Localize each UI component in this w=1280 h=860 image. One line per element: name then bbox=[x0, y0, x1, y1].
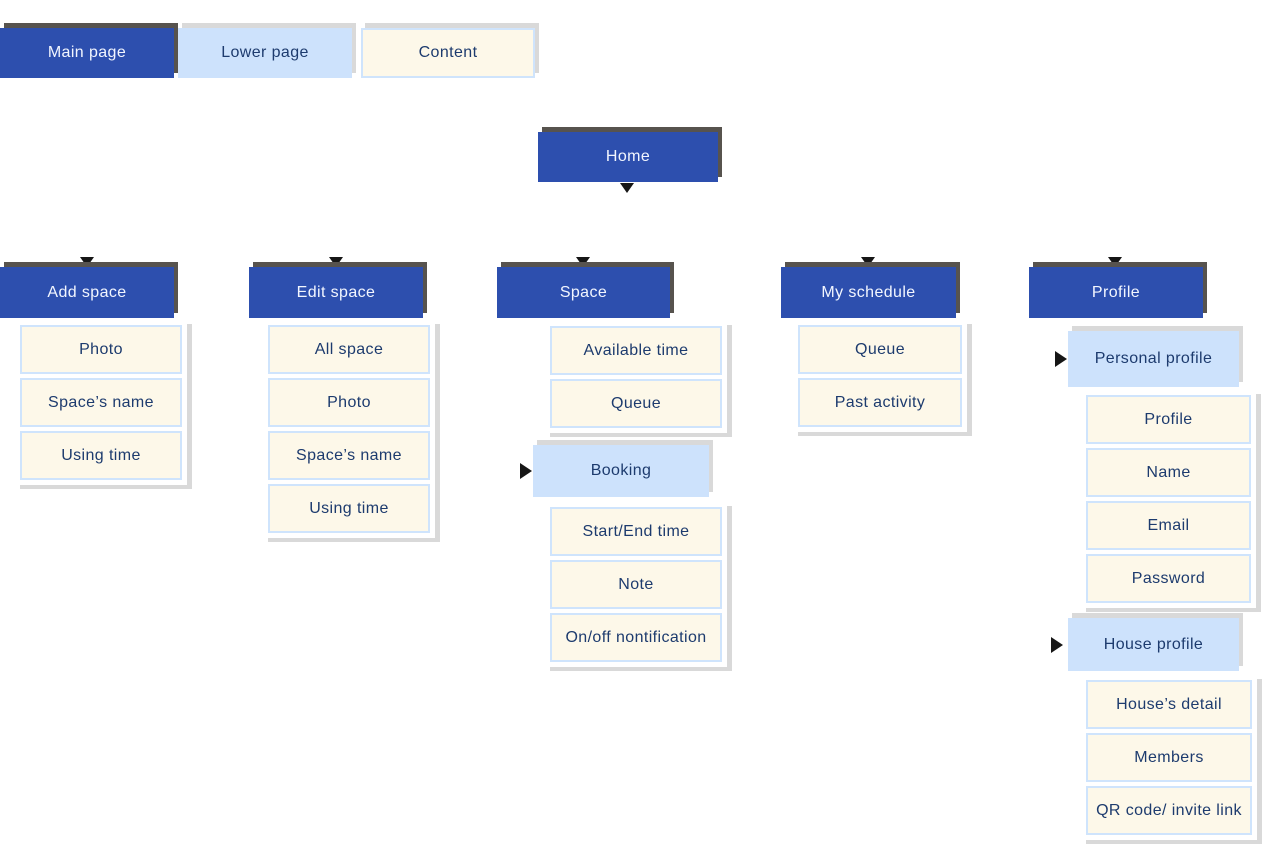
arrow-down-to-edit-space-icon bbox=[329, 257, 343, 267]
content-space-name: Space’s name bbox=[20, 378, 182, 427]
node-my-schedule: My schedule bbox=[781, 267, 956, 318]
arrow-down-to-profile-icon bbox=[1108, 257, 1122, 267]
content-queue: Queue bbox=[798, 325, 962, 374]
node-profile: Profile bbox=[1029, 267, 1203, 318]
arrow-right-to-house-profile-icon bbox=[1051, 637, 1063, 653]
personal-profile-content-stack: Profile Name Email Password bbox=[1081, 390, 1256, 608]
legend-main-page: Main page bbox=[0, 28, 174, 78]
content-all-space: All space bbox=[268, 325, 430, 374]
content-email: Email bbox=[1086, 501, 1251, 550]
node-add-space: Add space bbox=[0, 267, 174, 318]
legend-lower-page: Lower page bbox=[178, 28, 352, 78]
legend-content: Content bbox=[361, 28, 535, 78]
content-password: Password bbox=[1086, 554, 1251, 603]
node-personal-profile: Personal profile bbox=[1068, 331, 1239, 387]
node-edit-space: Edit space bbox=[249, 267, 423, 318]
arrow-down-to-my-schedule-icon bbox=[861, 257, 875, 267]
content-house-detail: House’s detail bbox=[1086, 680, 1252, 729]
content-profile: Profile bbox=[1086, 395, 1251, 444]
house-profile-content-stack: House’s detail Members QR code/ invite l… bbox=[1081, 675, 1257, 840]
add-space-content-stack: Photo Space’s name Using time bbox=[15, 320, 187, 485]
content-queue: Queue bbox=[550, 379, 722, 428]
content-members: Members bbox=[1086, 733, 1252, 782]
content-photo: Photo bbox=[268, 378, 430, 427]
arrow-down-to-space-icon bbox=[576, 257, 590, 267]
content-space-name: Space’s name bbox=[268, 431, 430, 480]
content-start-end-time: Start/End time bbox=[550, 507, 722, 556]
content-past-activity: Past activity bbox=[798, 378, 962, 427]
content-on-off-notification: On/off nontification bbox=[550, 613, 722, 662]
content-note: Note bbox=[550, 560, 722, 609]
content-photo: Photo bbox=[20, 325, 182, 374]
node-home: Home bbox=[538, 132, 718, 182]
node-house-profile: House profile bbox=[1068, 618, 1239, 671]
content-qr-invite-link: QR code/ invite link bbox=[1086, 786, 1252, 835]
arrow-down-from-home-icon bbox=[620, 183, 634, 193]
node-space: Space bbox=[497, 267, 670, 318]
content-available-time: Available time bbox=[550, 326, 722, 375]
my-schedule-content-stack: Queue Past activity bbox=[793, 320, 967, 432]
booking-content-stack: Start/End time Note On/off nontification bbox=[545, 502, 727, 667]
arrow-down-to-add-space-icon bbox=[80, 257, 94, 267]
node-booking: Booking bbox=[533, 445, 709, 497]
arrow-right-to-personal-profile-icon bbox=[1055, 351, 1067, 367]
content-name: Name bbox=[1086, 448, 1251, 497]
arrow-right-to-booking-icon bbox=[520, 463, 532, 479]
space-content-stack: Available time Queue bbox=[545, 321, 727, 433]
edit-space-content-stack: All space Photo Space’s name Using time bbox=[263, 320, 435, 538]
content-using-time: Using time bbox=[268, 484, 430, 533]
content-using-time: Using time bbox=[20, 431, 182, 480]
